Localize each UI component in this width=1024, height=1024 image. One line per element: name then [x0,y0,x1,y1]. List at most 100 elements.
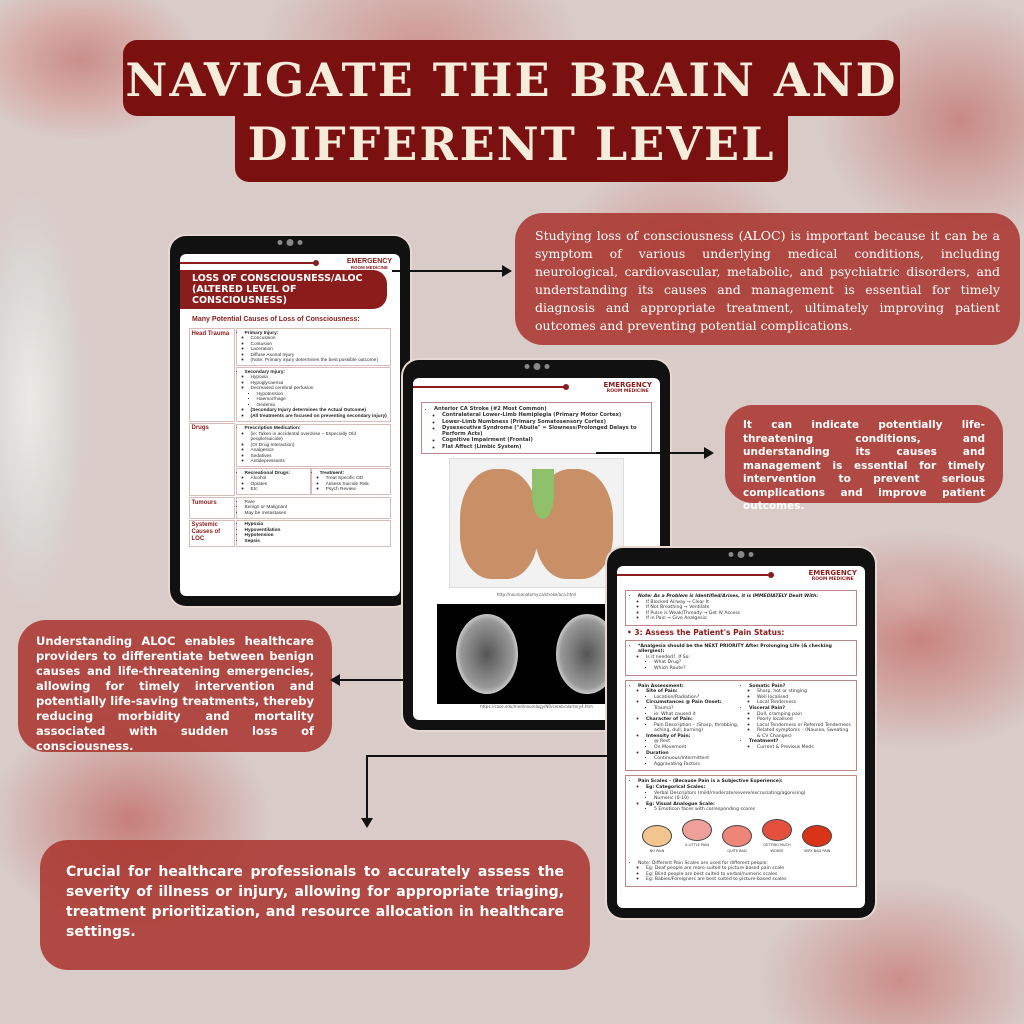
list-item: Dull, cramping pain [757,712,852,718]
list-item: Cognitive Impairment (Frontal) [442,437,647,443]
pain-face-icon: GETTING MUCH WORSE [760,819,794,854]
row-label-tumours: Tumours [189,497,235,519]
list-group: Circumstances @ Pain Onset:Trauma?ie: Wh… [646,700,741,717]
list-item: Assess Suicide Risk [326,482,389,488]
list-item: Continuous/Intermittent [654,756,741,762]
list-group: DurationContinuous/IntermittentAggravati… [646,751,741,768]
list-item: Eg: Deaf people are more suited to pictu… [646,866,852,872]
list-item: Flat Affect (Limbic System) [442,444,647,450]
list-item: Oedema [257,403,389,409]
list-item: May be metastases [245,511,389,517]
list-item: Dysexecutive Syndrome ("Abulia" = Slowne… [442,425,647,438]
list-item: Hypotension [257,392,389,398]
image-caption: https://case.edu/med/neurology/NR/cerebr… [480,704,593,710]
row-label-systemic: Systemic Causes of LOC [189,519,235,547]
list-item: Contusion [251,342,389,348]
list-group: Somatic Pain?Sharp, hot or stingingWell … [749,684,852,706]
list-item: Rare [245,500,389,506]
list-item: (All treatments are focused on preventin… [251,414,389,420]
list-item: Contralateral Lower-Limb Hemiplegia (Pri… [442,412,647,418]
list-item: If Not Breathing → Ventilate [646,605,852,611]
callout-aloc-importance: Studying loss of consciousness (ALOC) is… [515,213,1020,345]
camera-dots [524,363,549,370]
row-label-drugs: Drugs [189,422,235,496]
list-item: Sharp, hot or stinging [757,689,852,695]
list-item: Concussion [251,336,389,342]
list-item: If Pulse is Weak/Thready → Get IV Access [646,611,852,617]
list-item: Analgesics [251,448,389,454]
camera-dots [728,551,754,558]
list-item: Decreased cerebral perfusionHypotensionH… [251,386,389,408]
pain-face-icon: QUITE BAD [720,825,754,855]
list-item: Eg: Babies/Foreigners are best suited to… [646,877,852,883]
pain-face-icon: NO PAIN [640,825,674,855]
brain-image [449,458,624,589]
list-item: Verbal Descriptors (mild/moderate/severe… [654,791,852,797]
list-item: Etc [251,487,309,493]
image-caption: http://neuroanatomy.ca/stroke/aca.html [496,592,577,598]
list-item: @ Rest [654,739,741,745]
list-item: Hypoventilation [245,528,389,534]
list-item: Location/Radiation? [654,695,741,701]
list-item: Which Route? [654,666,852,672]
list-item: Diffuse Axonal Injury [251,353,389,359]
list-item: Sepsis [245,539,389,545]
title-line-2: DIFFERENT LEVEL [235,108,788,182]
list-item: Hypoxia [245,522,389,528]
list-item: (ie: Taken in accidental overdose – Espe… [251,432,389,443]
list-item: Hypotension [245,533,389,539]
list-item: Benign or Malignant [245,505,389,511]
list-item: (Note: Primary injury determines the bes… [251,358,389,364]
list-item: Local Tenderness [757,700,852,706]
list-item: 5 Emoticon faces with corresponding scor… [654,807,852,813]
row-label-head-trauma: Head Trauma [189,328,235,422]
list-item: Poorly localised [757,717,852,723]
list-item: Lower-Limb Numbness (Primary Somatosenso… [442,419,647,425]
list-item: ie: What caused it [654,712,741,718]
causes-table: Head TraumaPrimary Injury:ConcussionCont… [188,327,392,548]
list-item: Current & Previous Meds [757,745,852,751]
ct-scan-image [436,604,637,705]
pain-face-icon: A LITTLE PAIN [680,819,714,849]
list-item: Laceration [251,347,389,353]
list-item: If in Pain → Give Analgesia [646,616,852,622]
list-item: Haemorrhage [257,397,389,403]
subtitle: Many Potential Causes of Loss of Conscio… [192,316,360,323]
callout-triage: Crucial for healthcare professionals to … [40,840,590,970]
pain-face-icon: VERY BAD PAIN [800,825,834,855]
list-group: Site of Pain:Location/Radiation? [646,689,741,700]
list-item: Pain Description – (Sharp, throbbing, ac… [654,723,741,734]
title-line-1: NAVIGATE THE BRAIN AND [123,40,900,116]
list-item: (Or Drug Interaction) [251,443,389,449]
list-item: Local Tenderness or Referred Tenderness [757,723,852,729]
list-item: Sedatives [251,454,389,460]
list-item: Numeric (0-10) [654,796,852,802]
list-item: Aggravating Factors [654,762,741,768]
list-group: Visceral Pain?Dull, cramping painPoorly … [749,706,852,740]
callout-differentiate: Understanding ALOC enables healthcare pr… [18,620,332,753]
list-item: Related symptoms – (Nausea, Sweating & C… [757,728,852,739]
stroke-box: Anterior CA Stroke (#2 Most Common)Contr… [421,402,652,455]
list-item: Treat Specific OD [326,476,389,482]
list-item: If Blocked Airway → Clear It [646,600,852,606]
list-item: Hypoglycaemia [251,381,389,387]
list-group: Intensity of Pain:@ RestOn Movement [646,734,741,751]
list-group: Character of Pain:Pain Description – (Sh… [646,717,741,734]
list-item: Trauma? [654,706,741,712]
list-item: Psych Review [326,487,389,493]
callout-life-threatening: It can indicate potentially life-threate… [725,405,1003,512]
list-item: Opiates [251,482,309,488]
list-item: What Drug? [654,660,852,666]
list-group: Treatment?Current & Previous Meds [749,739,852,750]
list-item: Antidepressants [251,459,389,465]
list-item: Well localised [757,695,852,701]
list-item: (Secondary Injury determines the Actual … [251,408,389,414]
list-item: Eg: Blind people are best suited to verb… [646,872,852,878]
list-item: Alcohol [251,476,309,482]
